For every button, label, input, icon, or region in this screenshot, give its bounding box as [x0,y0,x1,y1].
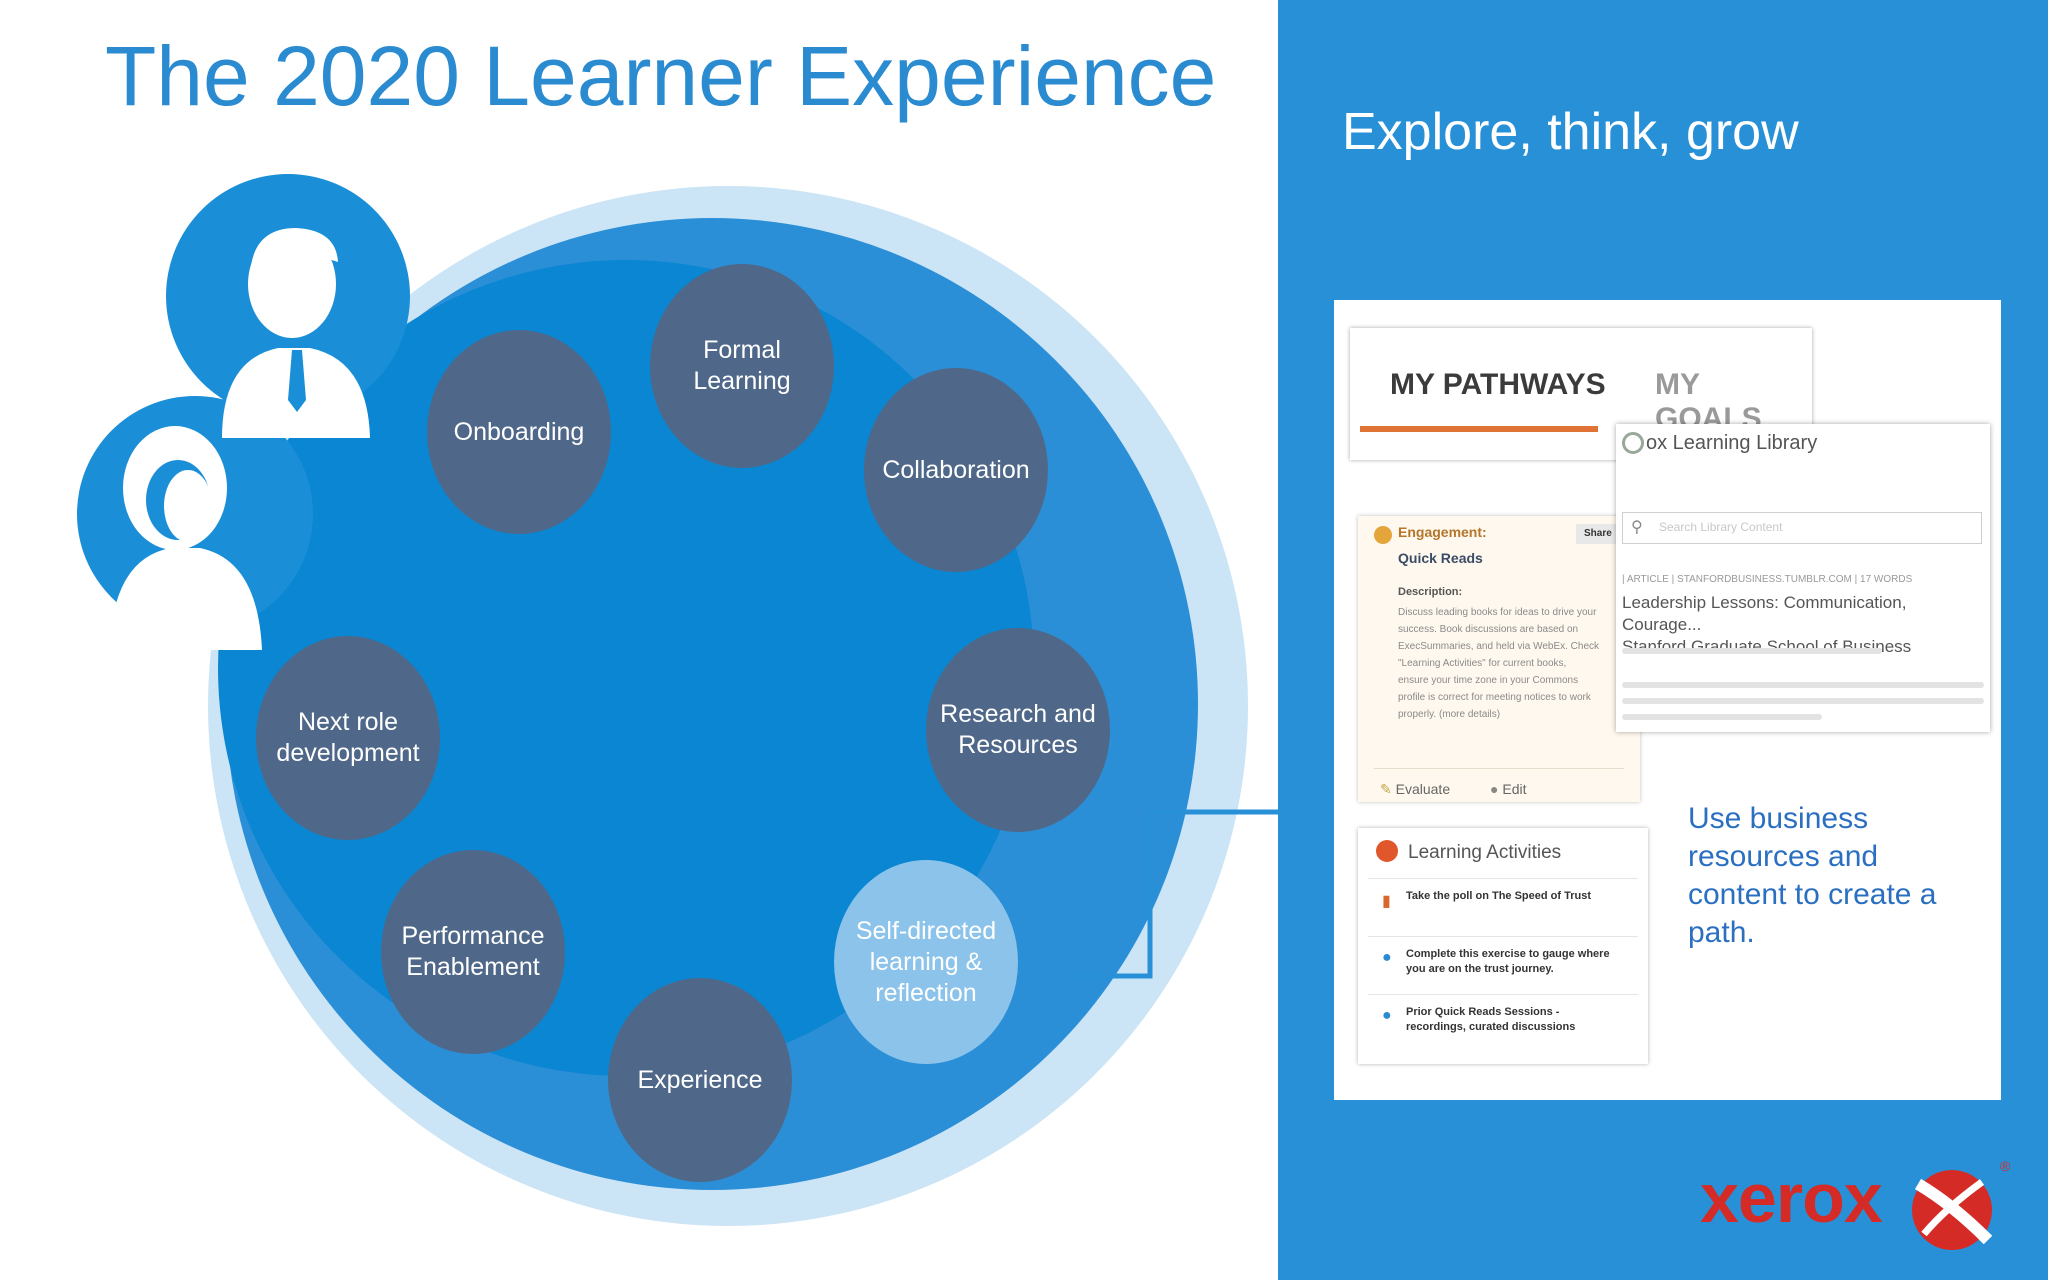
library-title: ox Learning Library [1646,432,1818,454]
cycle-node-collaboration: Collaboration [864,368,1048,572]
description-label: Description: [1398,586,1463,598]
panel-heading: Explore, think, grow [1342,103,1799,161]
tab-my-pathways[interactable]: MY PATHWAYS [1390,368,1606,401]
activity-text: Prior Quick Reads Sessions - recordings,… [1406,1006,1576,1033]
activity-text: Take the poll on The Speed of Trust [1406,890,1591,902]
library-logo-icon [1622,432,1644,454]
cycle-node-research-resources: Research and Resources [926,628,1110,832]
cycle-node-self-directed-learning: Self-directed learning & reflection [834,860,1018,1064]
activity-item[interactable]: ▮ Take the poll on The Speed of Trust [1368,878,1638,935]
page-title: The 2020 Learner Experience [105,29,1217,123]
poll-icon: ▮ [1382,893,1391,910]
cycle-node-next-role-development: Next role development [256,636,440,840]
registered-mark: ® [2000,1158,2011,1174]
xerox-wordmark: xerox [1700,1159,1883,1237]
cycle-node-performance-enablement: Performance Enablement [381,850,565,1054]
active-tab-underline [1360,426,1598,432]
blurred-text-line [1622,648,1882,654]
engagement-subtitle[interactable]: Quick Reads [1398,550,1483,566]
discussion-icon: ● [1382,949,1392,966]
discussion-icon: ● [1382,1007,1392,1024]
activity-item[interactable]: ● Complete this exercise to gauge where … [1368,936,1638,995]
xerox-ball-icon [1912,1170,1993,1250]
pathway-tabs: MY PATHWAYS MY GOALS [1350,328,1812,460]
search-icon: ⚲ [1631,519,1643,536]
blurred-text-line [1622,682,1984,688]
activity-item[interactable]: ● Prior Quick Reads Sessions - recording… [1368,994,1638,1055]
male-person-icon [166,174,410,438]
connector-line [1072,809,1278,979]
learning-activities-card: Learning Activities ▮ Take the poll on T… [1358,828,1648,1064]
edit-label: Edit [1502,781,1527,797]
cycle-node-formal-learning: Formal Learning [650,264,834,468]
engagement-card: Engagement: Quick Reads Share Descriptio… [1358,516,1640,802]
evaluate-label: Evaluate [1395,781,1451,797]
blurred-text-line [1622,698,1984,704]
engagement-actions: ✎ Evaluate ● Edit [1374,768,1624,797]
female-person-icon [77,396,313,650]
activities-title: Learning Activities [1408,842,1562,863]
evaluate-link[interactable]: ✎ Evaluate [1380,781,1450,798]
evaluate-icon: ✎ [1380,781,1396,797]
edit-link[interactable]: ● Edit [1490,781,1526,797]
search-placeholder: Search Library Content [1659,520,1783,534]
blurred-text-line [1622,714,1822,720]
panel-caption: Use business resources and content to cr… [1688,802,1937,949]
description-text: Discuss leading books for ideas to drive… [1398,607,1600,720]
library-search-input[interactable]: ⚲ Search Library Content [1622,512,1982,544]
activity-text: Complete this exercise to gauge where yo… [1406,948,1610,975]
engagement-label: Engagement: [1398,524,1487,540]
engagement-icon [1374,526,1392,544]
learning-library-popup: ox Learning Library ⚲ Search Library Con… [1616,424,1990,732]
edit-icon: ● [1490,781,1503,797]
article-meta: | ARTICLE | STANFORDBUSINESS.TUMBLR.COM … [1622,574,1913,585]
cycle-node-onboarding: Onboarding [427,330,611,534]
cycle-node-experience: Experience [608,978,792,1182]
activities-icon [1376,840,1398,862]
